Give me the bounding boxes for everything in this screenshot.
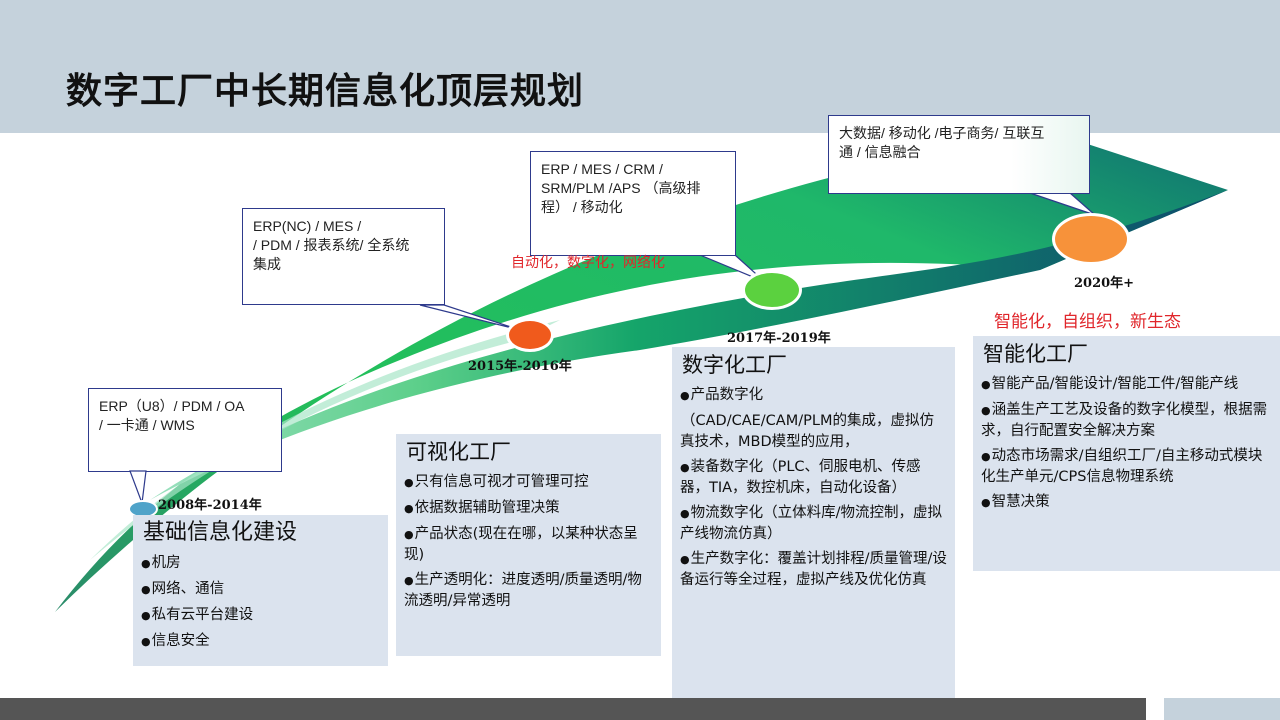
slide-title: 数字工厂中长期信息化顶层规划 — [66, 71, 585, 112]
panel-basic-it: 基础信息化建设 机房 网络、通信 私有云平台建设 信息安全 — [133, 515, 388, 666]
panel-item: 只有信息可视才可管理可控 — [404, 472, 653, 493]
arrow-upper-band — [55, 135, 1228, 612]
arrow-lower-band — [150, 190, 1228, 500]
callout-line: ERP(NC) / MES / — [253, 218, 362, 234]
stage-callout-2020: 大数据/ 移动化 /电子商务/ 互联互 通 / 信息融合 — [828, 115, 1090, 194]
panel-item: 装备数字化（PLC、伺服电机、传感器，TIA，数控机床，自动化设备） — [680, 457, 947, 498]
callout-pointer — [419, 304, 521, 331]
year-label: 2008年-2014年 — [158, 498, 262, 513]
callout-pointer — [129, 470, 147, 504]
stage-node-2015 — [506, 318, 554, 352]
callout-pointer — [1029, 192, 1096, 216]
panel-item: 依据数据辅助管理决策 — [404, 498, 653, 519]
stage-node-2017 — [742, 270, 802, 310]
header-band — [0, 0, 1280, 133]
footer-accent — [1164, 698, 1280, 720]
panel-item: 网络、通信 — [141, 579, 380, 600]
panel-item: 智能产品/智能设计/智能工件/智能产线 — [981, 374, 1272, 395]
panel-item: 生产数字化：覆盖计划排程/质量管理/设备运行等全过程，虚拟产线及优化仿真 — [680, 549, 947, 590]
panel-item: 涵盖生产工艺及设备的数字化模型，根据需求，自行配置安全解决方案 — [981, 400, 1272, 441]
stage-callout-2015: ERP(NC) / MES / / PDM / 报表系统/ 全系统 集成 — [242, 208, 445, 305]
panel-item: （CAD/CAE/CAM/PLM的集成，虚拟仿真技术，MBD模型的应用， — [680, 413, 934, 450]
stage-callout-2008: ERP（U8）/ PDM / OA / 一卡通 / WMS — [88, 388, 282, 472]
panel-item: 机房 — [141, 553, 380, 574]
panel-item: 生产透明化：进度透明/质量透明/物流透明/异常透明 — [404, 570, 653, 611]
panel-item: 物流数字化（立体料库/物流控制，虚拟产线物流仿真） — [680, 503, 947, 544]
year-label: 2020年+ — [1074, 276, 1135, 291]
panel-item: 智慧决策 — [981, 492, 1272, 513]
stage-node-2020 — [1052, 213, 1130, 265]
red-note-intelligence: 智能化，自组织，新生态 — [994, 312, 1181, 332]
panel-digital-factory: 数字化工厂 产品数字化 （CAD/CAE/CAM/PLM的集成，虚拟仿真技术，M… — [672, 347, 955, 698]
panel-title: 智能化工厂 — [983, 342, 1088, 366]
stage-callout-2017: ERP / MES / CRM / SRM/PLM /APS （高级排 程） /… — [530, 151, 736, 256]
panel-item: 产品状态(现在在哪，以某种状态呈现) — [404, 524, 653, 565]
red-note-automation: 自动化，数字化，网络化 — [511, 255, 665, 271]
panel-item: 信息安全 — [141, 631, 380, 652]
callout-line: 程） / 移动化 — [541, 199, 623, 215]
panel-item: 产品数字化 — [680, 385, 947, 406]
panel-title: 数字化工厂 — [682, 353, 787, 377]
callout-line: 大数据/ 移动化 /电子商务/ 互联互 — [839, 125, 1045, 141]
year-label: 2017年-2019年 — [727, 331, 831, 346]
callout-line: SRM/PLM /APS （高级排 — [541, 180, 701, 196]
callout-line: ERP（U8）/ PDM / OA — [99, 398, 245, 414]
callout-line: 集成 — [253, 256, 281, 272]
callout-line: / 一卡通 / WMS — [99, 417, 195, 433]
panel-item: 私有云平台建设 — [141, 605, 380, 626]
panel-title: 可视化工厂 — [406, 440, 511, 464]
panel-visual-factory: 可视化工厂 只有信息可视才可管理可控 依据数据辅助管理决策 产品状态(现在在哪，… — [396, 434, 661, 656]
year-label: 2015年-2016年 — [468, 359, 572, 374]
callout-line: / PDM / 报表系统/ 全系统 — [253, 237, 410, 253]
callout-line: ERP / MES / CRM / — [541, 161, 663, 177]
callout-line: 通 / 信息融合 — [839, 144, 921, 160]
footer-bar — [0, 698, 1146, 720]
panel-item: 动态市场需求/自组织工厂/自主移动式模块化生产单元/CPS信息物理系统 — [981, 446, 1272, 487]
panel-smart-factory: 智能化工厂 智能产品/智能设计/智能工件/智能产线 涵盖生产工艺及设备的数字化模… — [973, 336, 1280, 571]
panel-title: 基础信息化建设 — [143, 520, 298, 545]
